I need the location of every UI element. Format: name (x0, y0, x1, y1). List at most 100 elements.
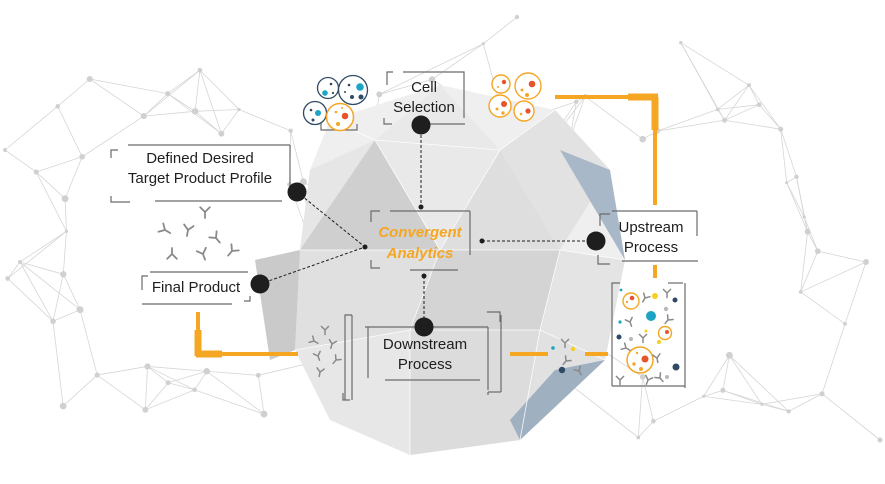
mesh-edge (19, 230, 67, 263)
mesh-node (804, 228, 811, 235)
mesh-node (679, 41, 683, 45)
mesh-edge (57, 78, 91, 107)
mesh-edge (642, 376, 654, 422)
label-cell-selection-line2: Selection (393, 99, 455, 116)
mesh-edge (194, 70, 201, 112)
mesh-edge (703, 355, 730, 397)
mesh-edge (238, 109, 291, 132)
mesh-node (191, 108, 199, 115)
center-line1: Convergent (378, 224, 462, 241)
mesh-edge (748, 84, 760, 105)
mesh-edge (143, 110, 196, 117)
mesh-edge (96, 374, 146, 411)
mesh-edge (379, 43, 484, 95)
mesh-node (260, 410, 268, 418)
mesh-node (60, 271, 67, 278)
process-flow-connectors (194, 93, 659, 358)
connector-final-product (259, 246, 366, 285)
antibody-icon (615, 375, 625, 386)
mesh-node (746, 83, 751, 88)
mesh-edge (844, 261, 867, 324)
label-upstream-line1: Upstream (618, 219, 684, 236)
antibody-icon (560, 338, 570, 349)
mesh-node (756, 102, 762, 107)
antibody-downstream-icon (308, 325, 342, 378)
antibody-icon (654, 372, 664, 383)
label-final-product[interactable]: Final Product (142, 278, 250, 298)
mesh-edge (800, 261, 867, 293)
mesh-edge (761, 393, 823, 405)
antibody-icon (332, 354, 342, 365)
mesh-edge (637, 376, 644, 438)
mesh-edge (194, 389, 265, 415)
label-downstream-process[interactable]: Downstream Process (368, 335, 482, 375)
mesh-node (3, 148, 7, 152)
mesh-node (50, 318, 56, 325)
label-final-line1: Final Product (151, 279, 241, 296)
mesh-node (786, 409, 791, 414)
mesh-edge (206, 370, 259, 376)
label-target-line2: Target Product Profile (127, 170, 273, 187)
mesh-edge (638, 420, 654, 438)
antibody-icon (199, 206, 211, 219)
label-upstream-process[interactable]: Upstream Process (605, 218, 697, 258)
mesh-node (863, 259, 869, 265)
mesh-node (255, 372, 261, 378)
label-target-product-profile[interactable]: Defined Desired Target Product Profile (110, 149, 290, 189)
mesh-edge (729, 355, 763, 405)
mesh-node (514, 14, 520, 20)
mesh-node (94, 372, 100, 378)
mesh-edge (564, 379, 639, 438)
connector-endpoints (362, 204, 485, 279)
connector-target-profile (296, 191, 366, 248)
mesh-node (843, 321, 847, 326)
node-final-product[interactable] (250, 274, 270, 294)
mesh-node (299, 178, 307, 186)
mesh-node (636, 435, 641, 440)
node-upstream[interactable] (586, 231, 606, 251)
mesh-edge (35, 171, 67, 232)
mesh-edge (800, 291, 846, 325)
mesh-edge (97, 366, 148, 376)
label-cell-selection[interactable]: Cell Selection (384, 78, 464, 118)
antibody-icon (316, 367, 325, 378)
mesh-node (76, 306, 84, 314)
antibody-icon (320, 325, 330, 336)
antibody-icon (328, 338, 338, 350)
mesh-edge (821, 323, 846, 394)
mesh-node (715, 107, 720, 112)
antibody-icon (652, 353, 661, 364)
mesh-edge (144, 366, 148, 410)
mesh-edge (4, 149, 37, 173)
mesh-node (428, 76, 436, 83)
mesh-node (639, 374, 646, 380)
node-cell-selection[interactable] (411, 115, 431, 135)
mesh-node (144, 363, 151, 370)
mesh-edge (800, 231, 809, 292)
antibody-icon (157, 222, 172, 234)
mesh-node (877, 437, 883, 443)
antibody-icon (573, 365, 582, 376)
mesh-edge (143, 69, 201, 117)
mesh-node (288, 128, 293, 134)
node-target-profile[interactable] (287, 182, 307, 202)
mesh-edge (62, 374, 98, 407)
mesh-edge (52, 321, 64, 407)
mesh-node (760, 402, 764, 406)
mesh-node (79, 153, 85, 160)
mesh-edge (788, 393, 823, 412)
antibody-icon (195, 246, 207, 261)
center-convergent-analytics[interactable]: Convergent Analytics (370, 222, 470, 264)
antibody-icon (645, 374, 654, 385)
mesh-edge (7, 261, 21, 279)
mesh-edge (89, 78, 168, 95)
mesh-edge (786, 182, 805, 218)
mesh-edge (64, 198, 67, 232)
mesh-edge (145, 389, 195, 411)
mesh-edge (748, 84, 782, 130)
mesh-node (574, 99, 579, 104)
mesh-edge (680, 42, 725, 121)
mesh-node (798, 290, 803, 294)
mesh-node (33, 169, 39, 175)
node-downstream[interactable] (414, 317, 434, 337)
